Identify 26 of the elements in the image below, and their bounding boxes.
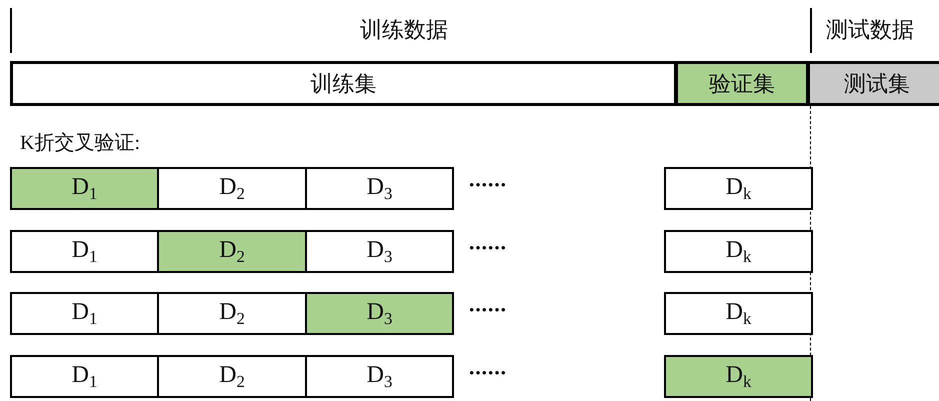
fold-cell: D$_{2}$ [157,355,307,398]
ellipsis: ······ [468,236,506,260]
fold-cell: D$_{3}$ [305,230,454,273]
fold-cell: D$_{k}$ [664,167,813,210]
test-set-bar: 测试集 [807,61,939,106]
fold-cell: D$_{2}$ [157,230,307,273]
fold-cell: D$_{k}$ [664,355,813,398]
fold-cell: D$_{1}$ [10,167,159,210]
fold-cell: D$_{1}$ [10,292,159,335]
fold-cell: D$_{3}$ [305,292,454,335]
fold-cell: D$_{1}$ [10,230,159,273]
validation-set-bar: 验证集 [675,61,809,106]
method-title: K折交叉验证: [20,132,140,154]
fold-cell: D$_{k}$ [664,292,813,335]
fold-cell: D$_{3}$ [305,355,454,398]
ellipsis: ······ [468,173,506,198]
fold-cell: D$_{k}$ [664,230,813,273]
ellipsis: ······ [468,298,506,322]
fold-cell: D$_{3}$ [305,167,454,210]
section-heading: 测试数据 [826,18,914,42]
training-set-bar: 训练集 [10,61,677,106]
fold-cell: D$_{2}$ [157,167,307,210]
fold-cell: D$_{2}$ [157,292,307,335]
fold-cell: D$_{1}$ [10,355,159,398]
section-heading: 训练数据 [360,18,448,42]
ellipsis: ······ [468,361,506,386]
